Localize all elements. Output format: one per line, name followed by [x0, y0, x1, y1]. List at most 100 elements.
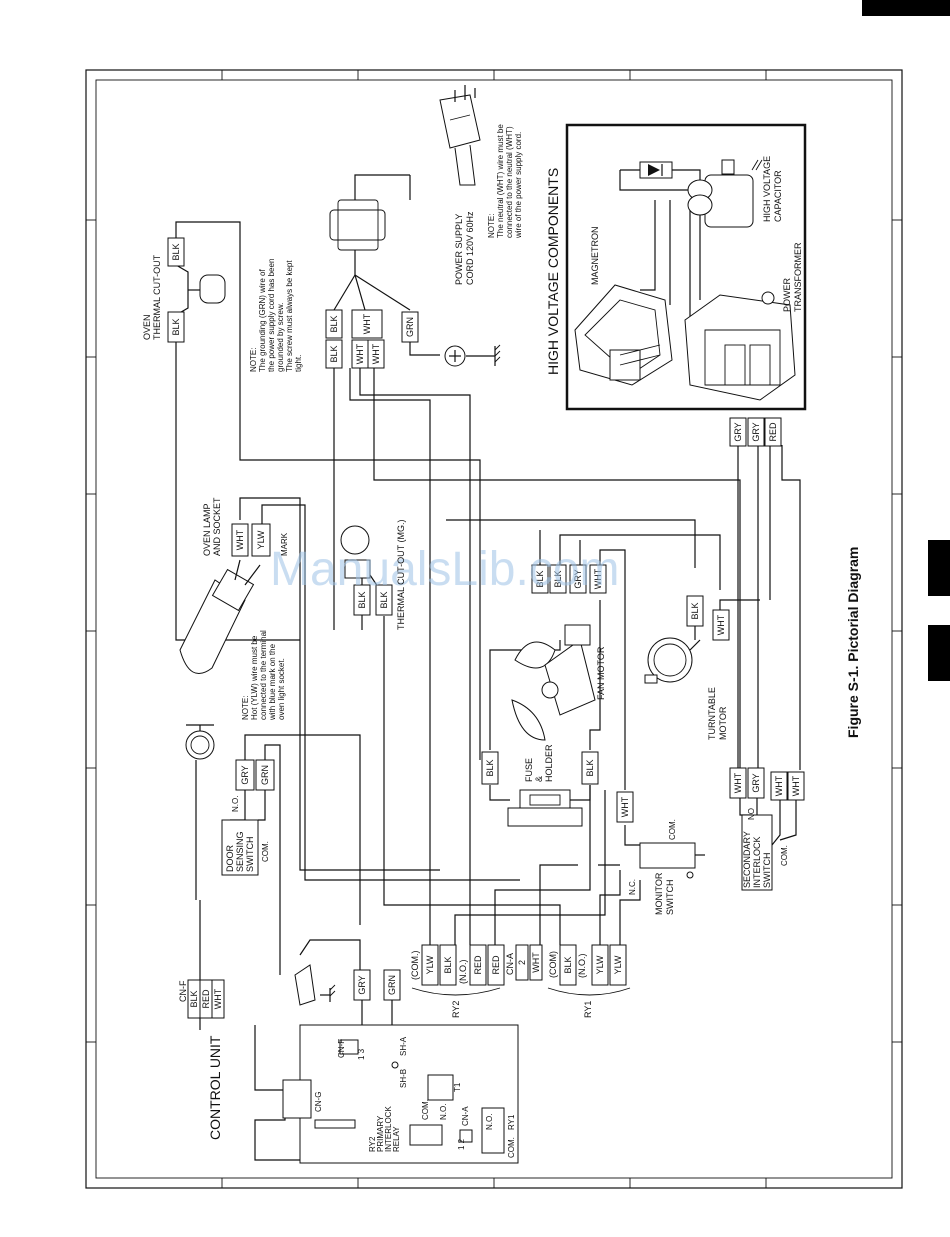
transformer-label-1: POWER [782, 277, 792, 312]
ry2-wire-blk: BLK [443, 956, 453, 973]
ry2-board-com: COM. [421, 1099, 430, 1120]
neutral-note-1: NOTE: [487, 214, 496, 238]
t1-component [427, 1074, 454, 1101]
hv-wire-gry-1-box [729, 417, 747, 447]
watermark: ManualsLib.com [270, 543, 620, 596]
lamp-note-3: connected to the terminal [259, 630, 268, 720]
turntable-label-1: TURNTABLE [707, 687, 717, 740]
fan-wire-blk-2-box [549, 564, 567, 594]
cna-wire-wht-box [529, 944, 543, 981]
ps-wire-blk-2: BLK [329, 345, 339, 362]
secondary-wire-wht-3: WHT [791, 775, 801, 796]
ry1-board-no: N.O. [485, 1114, 494, 1130]
hv-wire-gry-1: GRY [733, 422, 743, 441]
cnf-label: CN-F [178, 980, 188, 1002]
ground-note-5: The screw must always be kept [285, 260, 294, 372]
door-wire-gry: GRY [240, 765, 250, 784]
page-tab-2 [928, 625, 950, 681]
thermal-cutout-wire-top-box [167, 237, 185, 267]
fan-wire-blk-1: BLK [535, 570, 545, 587]
fan-wire-gry-box [569, 564, 587, 594]
fan-wire-wht-box [589, 564, 607, 594]
monitor-switch-label-1: MONITOR [654, 872, 664, 915]
thermal-cutout-label-2: THERMAL CUT-OUT [152, 254, 162, 340]
fuse-label-3: HOLDER [544, 744, 554, 782]
cord-junction-icon [329, 174, 411, 311]
cn-g-connector [282, 1079, 312, 1119]
fan-wire-wht: WHT [593, 568, 603, 589]
thermal-mg-label: THERMAL CUT-OUT (MG.) [396, 520, 406, 631]
ry2-relay [409, 1124, 443, 1146]
ry1-board-label: RY1 [507, 1114, 516, 1130]
ry1-wire-ylw-2-box [609, 944, 627, 986]
secondary-wire-wht-1-box [729, 767, 747, 799]
ry1-board-com: COM. [507, 1137, 516, 1158]
door-switch-label-2: SENSING [235, 831, 245, 872]
secondary-no: NO [747, 808, 756, 820]
ground-note-3: the power supply cord has been [267, 259, 276, 372]
ry1-label: RY1 [583, 1001, 593, 1018]
fan-motor-icon [511, 624, 596, 741]
ry2-board-3: INTERLOCK [384, 1106, 393, 1152]
capacitor-label-2: CAPACITOR [773, 170, 783, 222]
cn-a-header [459, 1129, 473, 1143]
ps-wire-grn-box [401, 311, 419, 343]
lamp-wire-ylw-box [251, 523, 271, 557]
ry1-wire-ylw-2: YLW [613, 955, 623, 974]
ps-wire-wht-3: WHT [371, 343, 381, 364]
page-tab-top [862, 0, 950, 16]
lamp-mark-label: MARK [280, 532, 289, 556]
thermal-mg-icon [340, 525, 381, 591]
monitor-wire-wht-box [616, 791, 634, 823]
magnetron-icon [574, 284, 673, 386]
ground-wire-grn-box [383, 969, 401, 1001]
ground-note-6: tight. [294, 355, 303, 372]
mg-wire-blk-2: BLK [379, 591, 389, 608]
door-switch-label-1: DOOR [225, 844, 235, 872]
high-voltage-box [565, 123, 807, 411]
door-switch-icon [221, 819, 259, 876]
control-unit-label: CONTROL UNIT [207, 1035, 223, 1140]
cna-board-label: CN-A [461, 1106, 470, 1126]
capacitor-icon [687, 159, 763, 228]
fuse-label-1: FUSE [524, 758, 534, 782]
lamp-note-4: with blue mark on the [268, 643, 277, 721]
ry1-wire-blk-box [559, 944, 577, 986]
secondary-label-3: SWITCH [762, 853, 772, 889]
thermal-cutout-wire-bottom: BLK [171, 318, 181, 335]
thermal-cutout-wire-bottom-box [167, 311, 185, 343]
ground-screw-icon [444, 344, 501, 367]
cnf-wire-red: RED [201, 989, 211, 1009]
cna-board-pins: 1 2 [457, 1138, 466, 1150]
cnf-pins: 1 3 [357, 1048, 366, 1060]
ground-note-4: grounded by screw. [276, 303, 285, 372]
fan-wire-gry: GRY [573, 569, 583, 588]
hv-wire-gry-2-box [747, 417, 765, 447]
ground-lug-icon [294, 964, 336, 1006]
door-switch-com: COM. [261, 841, 270, 862]
fan-wire-blk-1-box [531, 564, 549, 594]
secondary-label-2: INTERLOCK [752, 836, 762, 888]
neutral-note-4: wire of the power supply cord. [514, 132, 523, 239]
cna-wire-wht: WHT [531, 952, 541, 973]
door-wire-gry-box [235, 759, 255, 791]
monitor-switch-com: COM. [668, 819, 677, 840]
figure-title: Figure S-1. Pictorial Diagram [845, 547, 861, 738]
turntable-label-2: MOTOR [718, 706, 728, 740]
cnf-board-label: CN-F [337, 1039, 346, 1058]
ry2-board-2: PRIMARY [376, 1115, 385, 1152]
ps-wire-blk-2-box [325, 339, 343, 369]
ry2-wire-ylw: YLW [425, 955, 435, 974]
fuse-wire-blk-1-box [481, 751, 499, 785]
secondary-com: COM. [780, 845, 789, 866]
cna-pin-2-box [515, 944, 529, 981]
ry2-wire-red-1-box [469, 944, 487, 986]
fuse-label-2: & [534, 776, 544, 782]
oven-lamp-label-1: OVEN LAMP [202, 503, 212, 556]
fuse-holder-icon [507, 789, 583, 827]
lamp-note-2: Hot (YLW) wire must be [250, 635, 259, 720]
sh-a-terminal [391, 1061, 399, 1069]
cna-pin-2: 2 [517, 960, 527, 965]
cna-label: CN-A [505, 953, 515, 975]
